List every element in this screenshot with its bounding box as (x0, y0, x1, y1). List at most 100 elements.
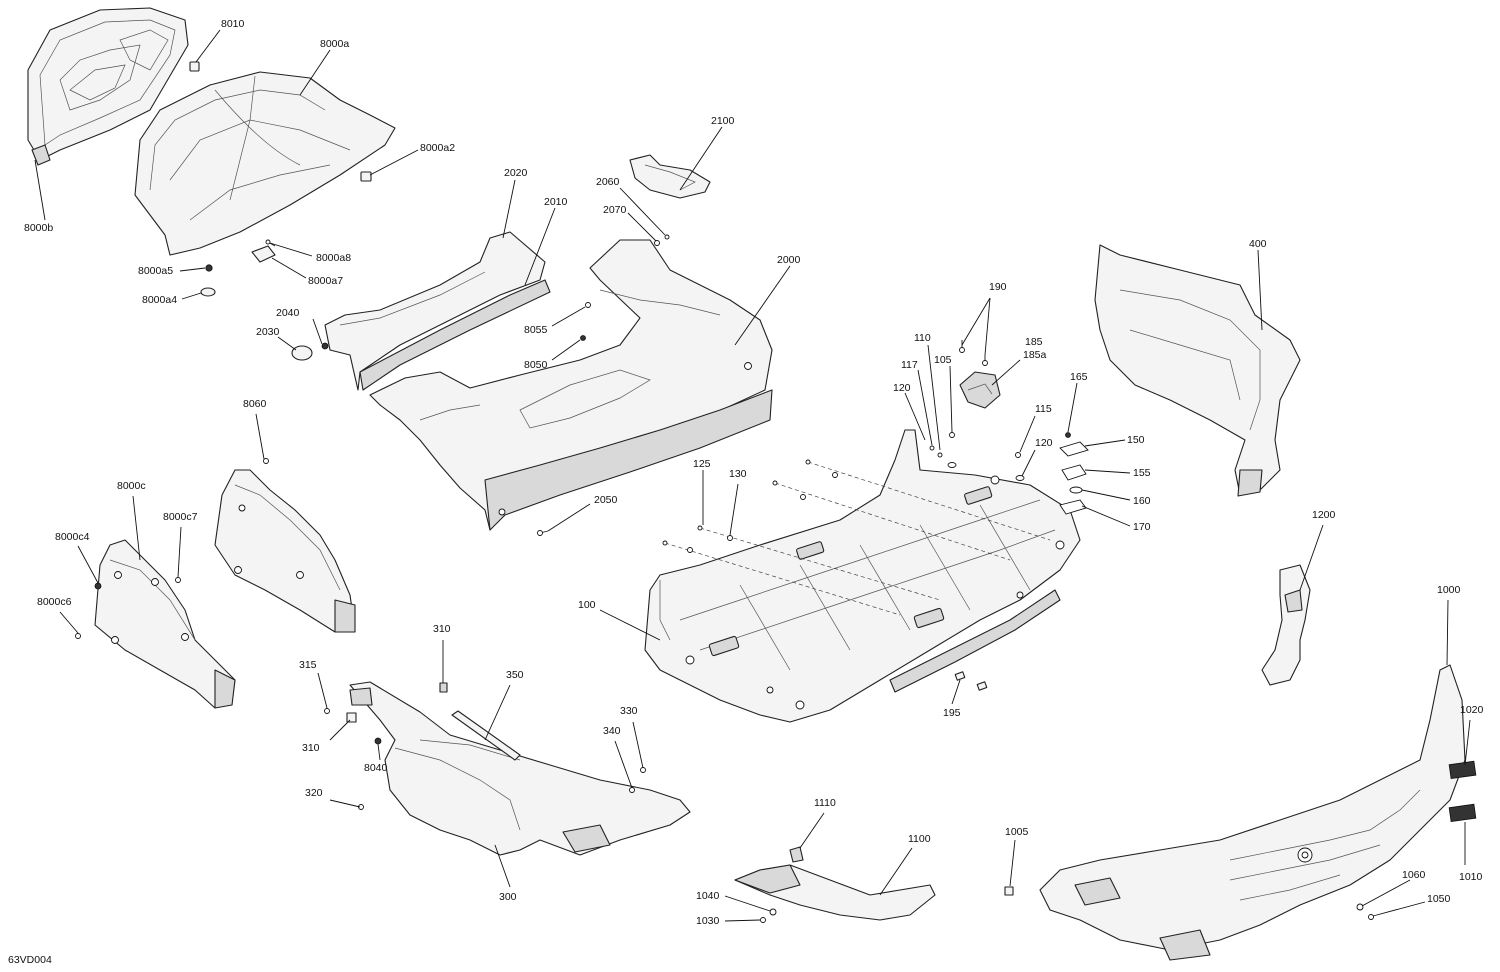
callout-8000b: 8000b (24, 222, 53, 234)
hardware-2050-screw (537, 530, 549, 536)
callout-1040: 1040 (696, 890, 720, 902)
callout-1110: 1110 (814, 797, 836, 809)
callout-8000c4: 8000c4 (55, 531, 90, 543)
hardware-300-group (324, 682, 646, 810)
callout-110: 110 (914, 332, 931, 344)
hardware-1000-group (1004, 886, 1374, 920)
callout-2040: 2040 (276, 307, 300, 319)
callout-100: 100 (578, 599, 596, 611)
callout-165: 165 (1070, 371, 1088, 383)
callout-8000a2: 8000a2 (420, 142, 455, 154)
callout-1060: 1060 (1402, 869, 1426, 881)
callout-330: 330 (620, 705, 638, 717)
callout-190: 190 (989, 281, 1007, 293)
part-8000a8-screw (265, 239, 276, 247)
callout-8000a5: 8000a5 (138, 265, 173, 277)
callout-1100: 1100 (908, 833, 931, 845)
callout-1010: 1010 (1459, 871, 1483, 883)
hardware-8060-screw (263, 458, 269, 464)
callout-195: 195 (943, 707, 961, 719)
part-8000c-left-panel (94, 539, 236, 709)
callout-350: 350 (506, 669, 524, 681)
callout-8000c: 8000c (117, 480, 146, 492)
part-350-strip (451, 710, 521, 761)
part-1100-skid (734, 846, 936, 923)
callout-1000: 1000 (1437, 584, 1461, 596)
part-8000a4-cap (200, 287, 216, 297)
callout-155: 155 (1133, 467, 1151, 479)
callout-1005: 1005 (1005, 826, 1029, 838)
callout-170: 170 (1133, 521, 1151, 533)
callout-1030: 1030 (696, 915, 720, 927)
callout-8000c7: 8000c7 (163, 511, 198, 523)
callout-8055: 8055 (524, 324, 548, 336)
callout-8060: 8060 (243, 398, 267, 410)
part-8000a2-clip (360, 171, 372, 182)
callout-2000: 2000 (777, 254, 801, 266)
hardware-8000c-fasteners (75, 577, 181, 639)
callout-2030: 2030 (256, 326, 280, 338)
callout-117: 117 (901, 359, 918, 371)
part-8000a-dash-cover (134, 71, 396, 256)
callout-2100: 2100 (711, 115, 735, 127)
callout-310a: 310 (433, 623, 451, 635)
part-100-floor-tray (644, 429, 1081, 723)
callout-310b: 310 (302, 742, 320, 754)
callout-400: 400 (1249, 238, 1267, 250)
part-185-bracket (959, 371, 1001, 409)
hardware-190-bolts (959, 340, 988, 366)
leader-lines (34, 29, 1471, 922)
callout-8000a4: 8000a4 (142, 294, 177, 306)
callout-105: 105 (934, 354, 952, 366)
callout-1020: 1020 (1460, 704, 1484, 716)
floor-fastener-lines (662, 459, 1051, 616)
callout-320: 320 (305, 787, 323, 799)
callout-8050: 8050 (524, 359, 548, 371)
hardware-150-170-stack (1059, 432, 1089, 515)
part-1200-bracket (1261, 564, 1311, 686)
callout-1200: 1200 (1312, 509, 1336, 521)
part-8000a7-cap (251, 245, 276, 263)
callout-150: 150 (1127, 434, 1145, 446)
hardware-115-120 (1015, 452, 1025, 481)
part-8000a5-nut (205, 264, 213, 272)
part-2000-center-console (369, 239, 773, 531)
part-300-lower-side-panel (349, 681, 691, 856)
callout-8000a: 8000a (320, 38, 349, 50)
callout-8000a7: 8000a7 (308, 275, 343, 287)
hardware-2060-2070 (654, 234, 670, 246)
part-400-side-frame (1094, 244, 1301, 497)
callout-2020: 2020 (504, 167, 528, 179)
part-8000b-gauge-housing (27, 7, 189, 166)
callout-labels: 8010 8000a 8000a2 8000b 8000a8 8000a5 80… (8, 18, 1484, 966)
callout-8040: 8040 (364, 762, 388, 774)
callout-8000a8: 8000a8 (316, 252, 351, 264)
callout-125: 125 (693, 458, 711, 470)
callout-8010: 8010 (221, 18, 245, 30)
callout-2050: 2050 (594, 494, 618, 506)
callout-120a: 120 (893, 382, 911, 394)
hardware-8050-8055 (580, 302, 591, 341)
part-1000-front-grille (1039, 664, 1466, 961)
callout-2060: 2060 (596, 176, 620, 188)
callout-130: 130 (729, 468, 747, 480)
callout-185: 185 (1025, 336, 1043, 348)
drawing-reference-code: 63VD004 (8, 954, 52, 966)
callout-8000c6: 8000c6 (37, 596, 72, 608)
part-2010-side-panel (324, 231, 551, 391)
callout-2010: 2010 (544, 196, 568, 208)
part-2030-2040-cap (291, 342, 329, 361)
callout-2070: 2070 (603, 204, 627, 216)
callout-1050: 1050 (1427, 893, 1451, 905)
callout-185a: 185a (1023, 349, 1047, 361)
callout-120b: 120 (1035, 437, 1053, 449)
part-1020-1010-reflectors (1448, 760, 1477, 823)
callout-315: 315 (299, 659, 317, 671)
part-8010-clip (189, 61, 200, 72)
hardware-110-117-105-120 (929, 432, 957, 468)
part-2100-cover (629, 154, 711, 199)
callout-115: 115 (1035, 403, 1052, 415)
callout-160: 160 (1133, 495, 1151, 507)
part-8060-panel (214, 469, 356, 633)
